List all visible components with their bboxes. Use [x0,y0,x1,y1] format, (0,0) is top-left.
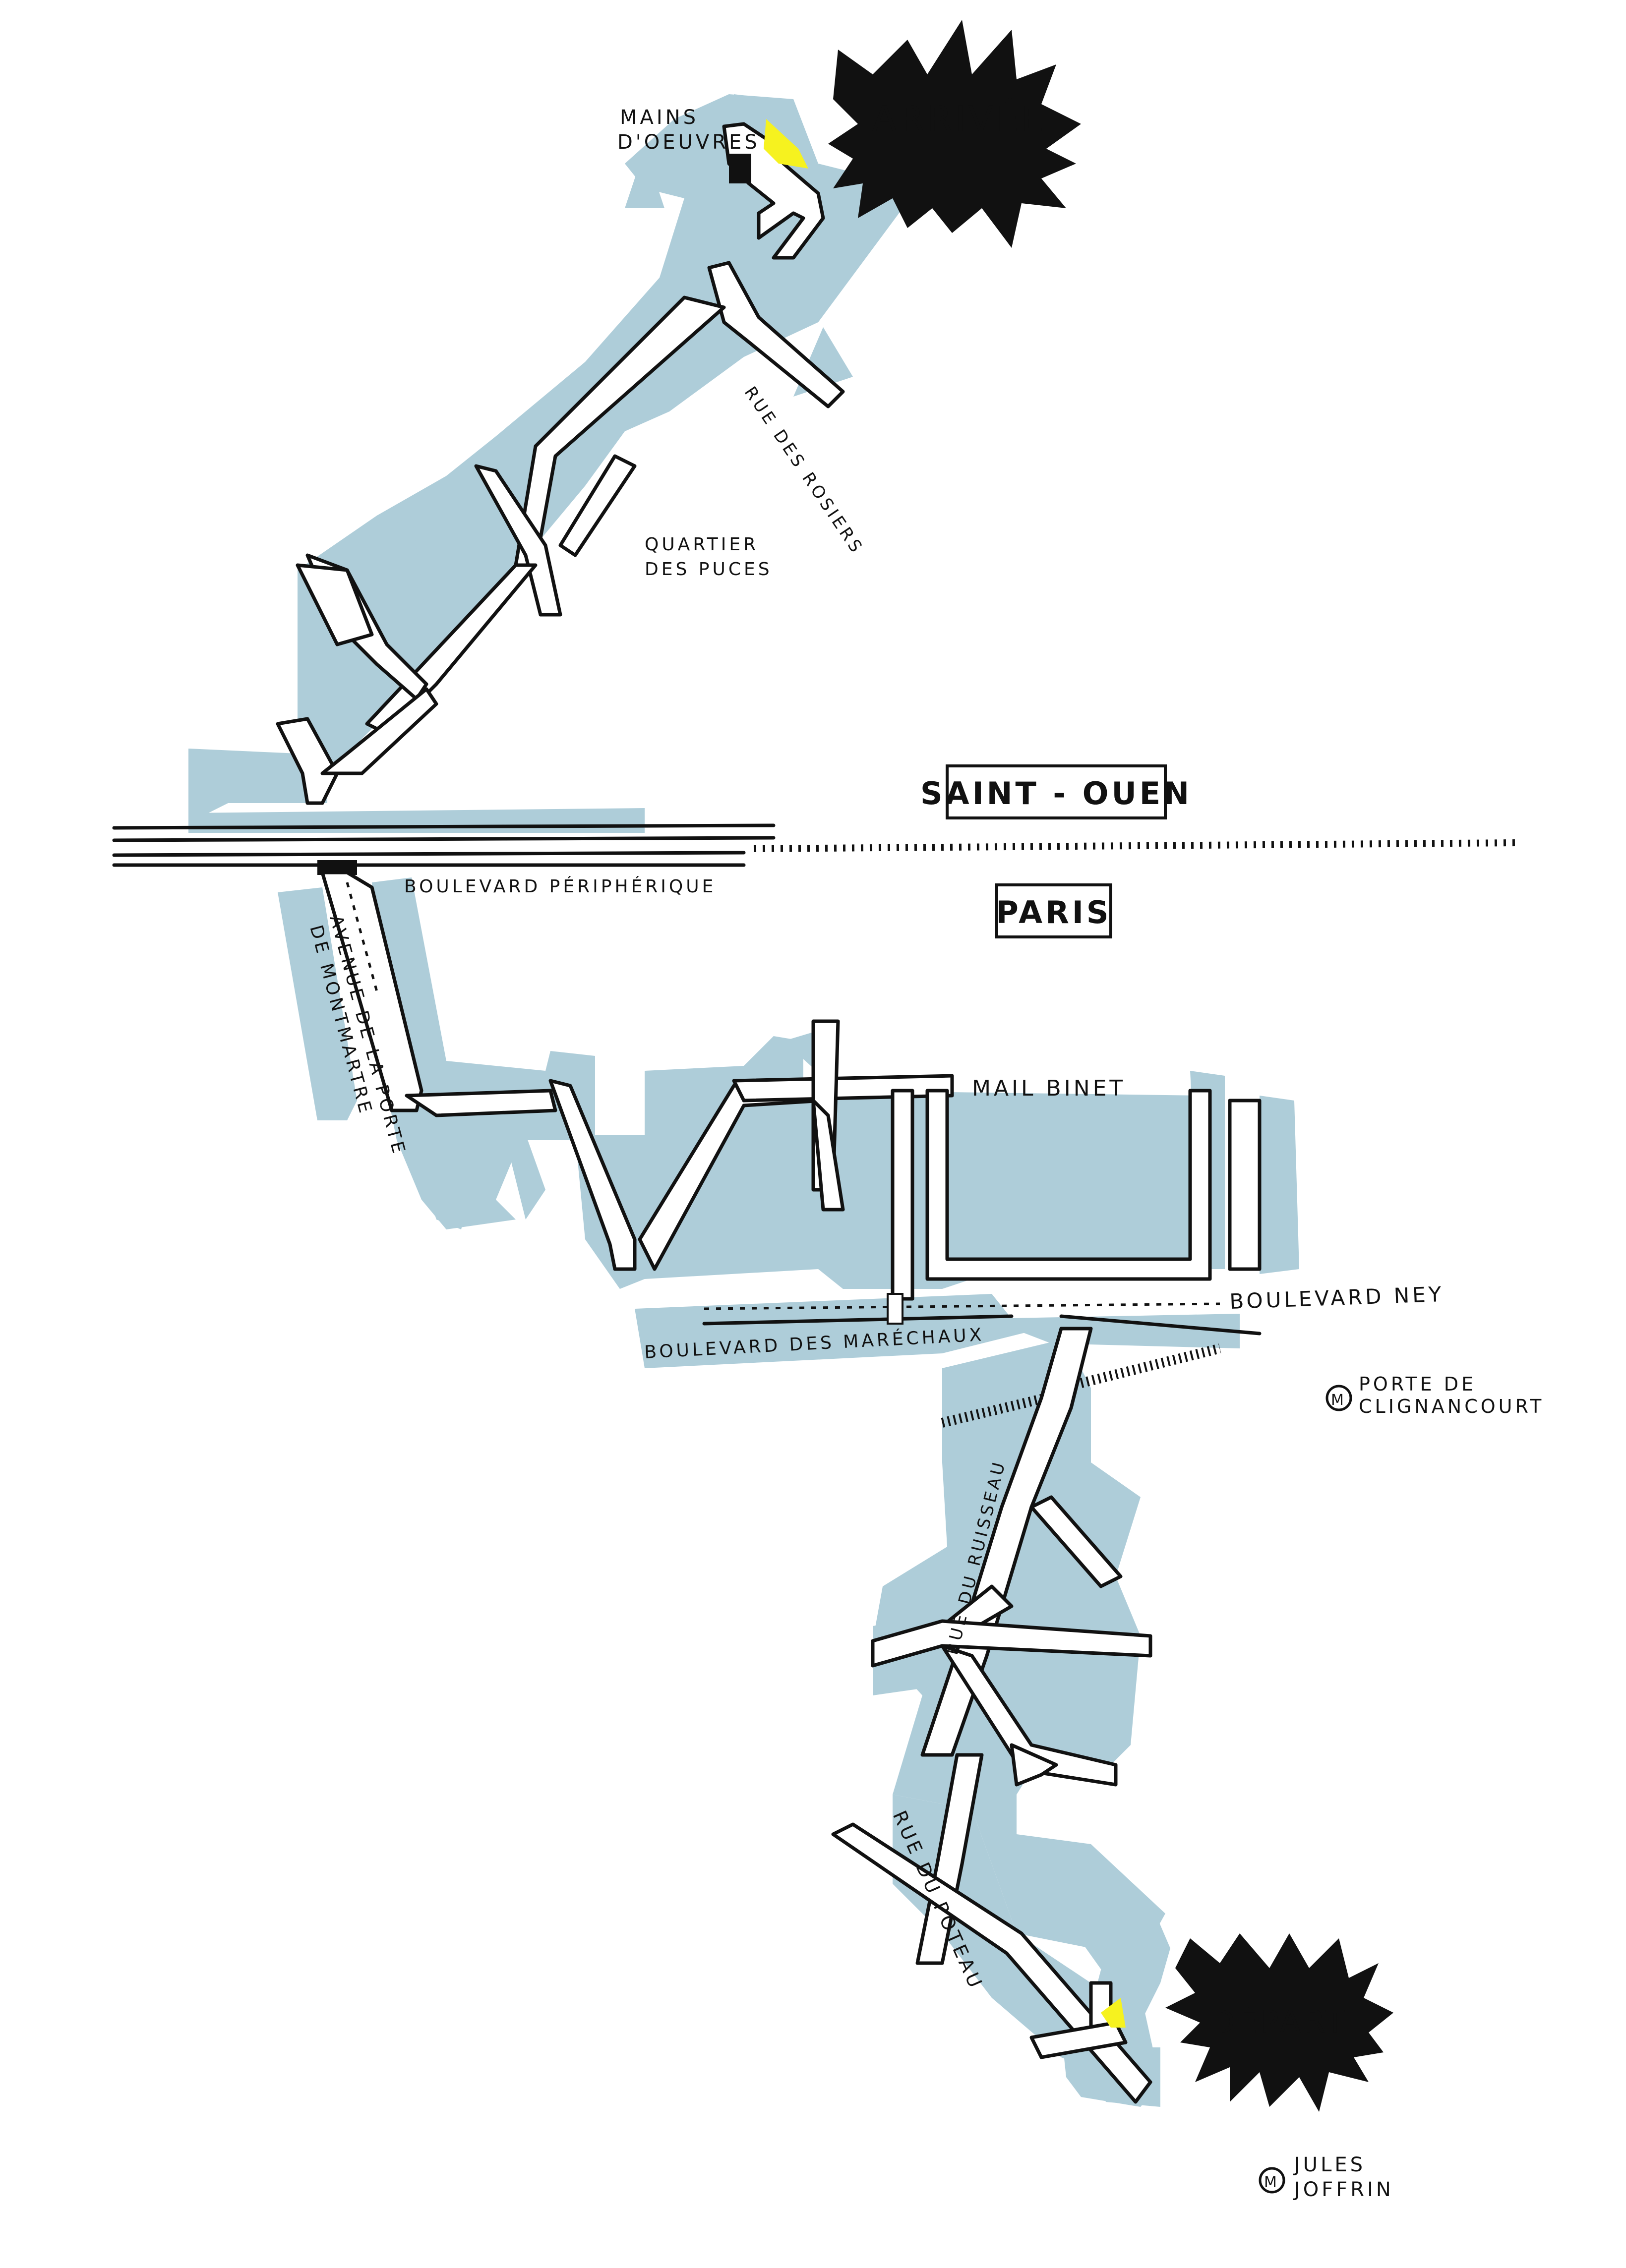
street-segment [1029,2021,1128,2059]
street-segment [891,1089,914,1301]
place-label-quartier-line2: DES PUCES [645,559,773,580]
street-label-rue-des-rosiers: RUE DES ROSIERS [740,383,868,559]
street-segment [405,1089,557,1117]
starburst-icon [828,20,1081,248]
street-segment [1029,1495,1123,1588]
arrival-highlight [764,119,808,169]
metro-symbol: M [1264,2174,1280,2191]
street-segment [871,1619,1152,1668]
street-segment [320,687,438,775]
metro-label-joffrin-line2: JOFFRIN [1293,2178,1394,2201]
street-label-boulevard-ney: BOULEVARD NEY [1229,1282,1445,1314]
metro-label-clignancourt-line2: CLIGNANCOURT [1359,1396,1544,1417]
street-label-peripherique: BOULEVARD PÉRIPHÉRIQUE [404,876,716,897]
rail-track [1080,1343,1221,1388]
place-label-mains-doeuvres-line1: MAINS [620,106,699,129]
metro-circle-icon [1325,1385,1352,1411]
metro-circle-icon [1259,2167,1285,2194]
starburst-icon [1165,1933,1393,2112]
metro-symbol: M [1331,1392,1347,1409]
mains-doeuvres-building [729,154,751,183]
paris-box: PARIS [995,883,1112,938]
street-network [112,122,1262,2104]
street-segment [558,454,637,557]
place-label-quartier-line1: QUARTIER [645,534,759,555]
metro-label-joffrin-line1: JULES [1293,2153,1366,2176]
place-label-paris: PARIS [996,894,1111,930]
saint-ouen-box: SAINT - OUEN [920,764,1192,819]
street-segment [548,1079,637,1271]
street-segment [831,1822,1152,2104]
street-segment [276,717,339,805]
street-segment [707,261,845,408]
street-segment [1228,1099,1262,1271]
street-segment [925,1089,1212,1281]
metro-jules-joffrin: M JULES JOFFRIN [1259,2153,1394,2201]
departure-label: DÉPART [1211,2004,1347,2040]
departure-highlight [1101,1998,1126,2028]
street-segment [811,1099,845,1212]
street-segment [474,464,562,617]
street-segment [732,1074,954,1103]
street-segment [1010,1743,1058,1787]
street-segment [320,871,423,1112]
street-segment [915,1753,984,1965]
arrival-label: ARRIVÉE [872,98,1047,140]
metro-porte-de-clignancourt: M PORTE DE CLIGNANCOURT [1325,1373,1544,1417]
departure-marker: DÉPART [1165,1933,1393,2112]
place-label-saint-ouen: SAINT - OUEN [920,775,1192,812]
street-segment [296,563,374,646]
street-label-mail-binet: MAIL BINET [972,1076,1126,1101]
place-label-mains-doeuvres-line2: D'OEUVRES [617,131,760,154]
commune-boundary [753,839,1518,852]
arrival-marker: ARRIVÉE [828,20,1081,248]
metro-label-clignancourt-line1: PORTE DE [1359,1373,1476,1395]
